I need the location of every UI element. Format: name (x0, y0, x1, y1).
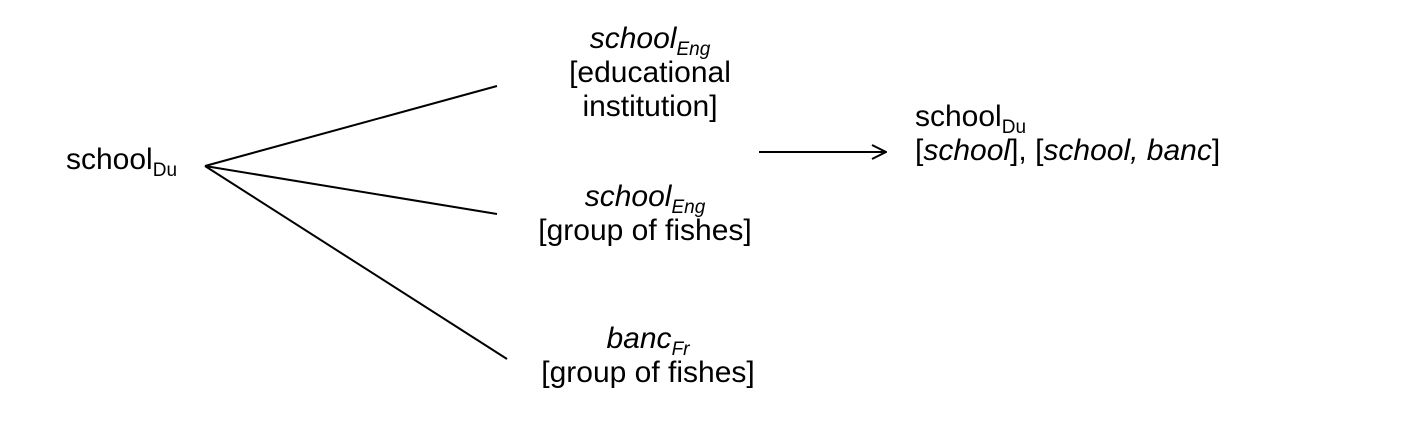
target-word: banc (606, 322, 672, 355)
source-word: school (66, 143, 153, 176)
result-translations: [school], [school, banc] (915, 134, 1220, 168)
target-node-english-institution: schoolEng [educational institution] (540, 22, 760, 124)
connector-to-french-fishes (204, 165, 508, 360)
target-word: school (589, 22, 677, 55)
bracket-close: ] (1211, 134, 1221, 167)
target-gloss-line: [group of fishes] (538, 214, 752, 247)
connector-to-english-institution (204, 85, 498, 167)
target-gloss-line: [educational (569, 56, 731, 89)
target-word: school (584, 180, 672, 213)
separator: ], [ (1010, 134, 1044, 167)
translation-set-2: school, banc (1043, 134, 1212, 167)
result-node: schoolDu [school], [school, banc] (915, 100, 1220, 168)
translation-set-1: school (923, 134, 1011, 167)
target-language: Fr (671, 339, 690, 360)
target-node-english-fishes: schoolEng [group of fishes] (500, 180, 790, 248)
result-word: school (915, 100, 1002, 133)
source-word-node: schoolDu (66, 143, 177, 180)
target-gloss-line: institution] (582, 90, 718, 123)
result-language: Du (1001, 117, 1027, 138)
bracket-open: [ (915, 134, 924, 167)
target-language: Eng (671, 197, 706, 218)
source-language: Du (152, 160, 178, 181)
target-gloss-line: [group of fishes] (541, 356, 755, 389)
target-node-french-fishes: bancFr [group of fishes] (508, 322, 788, 390)
connector-to-english-fishes (204, 165, 498, 215)
target-language: Eng (676, 39, 711, 60)
